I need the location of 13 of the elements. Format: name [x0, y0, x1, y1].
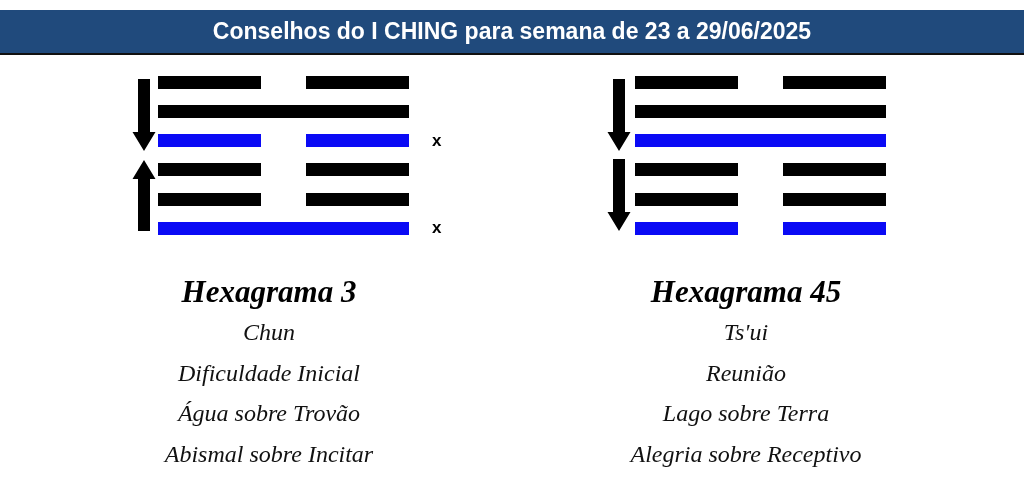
trigram-images: Lago sobre Terra: [662, 399, 830, 428]
trigram-attributes: Abismal sobre Incitar: [164, 439, 374, 469]
hexagram-title: Hexagrama 3: [181, 273, 357, 311]
hexagram-title: Hexagrama 45: [650, 273, 842, 311]
trigram-attributes: Alegria sobre Receptivo: [630, 439, 862, 469]
hexagram-name: Chun: [243, 318, 295, 347]
hexagram-name: Ts'ui: [723, 318, 769, 347]
change-mark: x: [432, 131, 442, 151]
title-banner: Conselhos do I CHING para semana de 23 a 29/06/2025: [0, 10, 1024, 55]
hexagram-meaning: Reunião: [706, 358, 786, 388]
change-mark: x: [432, 218, 442, 238]
trigram-images: Água sobre Trovão: [177, 399, 361, 428]
hexagram-meaning: Dificuldade Inicial: [178, 358, 360, 388]
